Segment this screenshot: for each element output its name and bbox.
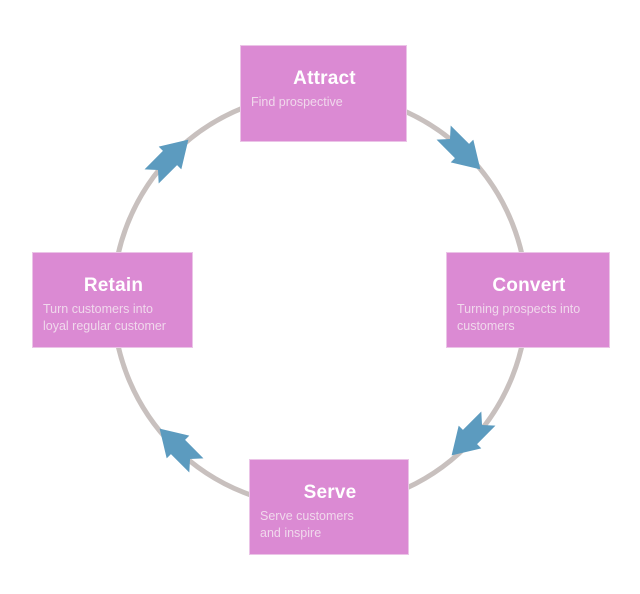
node-serve: Serve Serve customers and inspire (249, 459, 409, 555)
node-convert-subtitle: Turning prospects into customers (457, 301, 581, 333)
arrow-attract-to-convert-icon (432, 121, 491, 180)
node-attract-title: Attract (293, 68, 356, 89)
node-attract-subtitle: Find prospective (251, 94, 343, 109)
arrow-serve-to-retain-icon (148, 417, 207, 476)
node-convert-title: Convert (492, 275, 566, 296)
node-attract: Attract Find prospective (240, 45, 407, 142)
node-retain-title: Retain (83, 275, 144, 296)
arrow-convert-to-serve-icon (440, 407, 499, 466)
arrow-retain-to-attract-icon (140, 128, 199, 187)
node-retain-subtitle: Turn customers into loyal regular custom… (43, 301, 166, 333)
node-serve-title: Serve (303, 482, 357, 503)
node-retain: Retain Turn customers into loyal regular… (32, 252, 193, 348)
node-serve-subtitle: Serve customers and inspire (260, 508, 354, 540)
node-convert: Convert Turning prospects into customers (446, 252, 610, 348)
